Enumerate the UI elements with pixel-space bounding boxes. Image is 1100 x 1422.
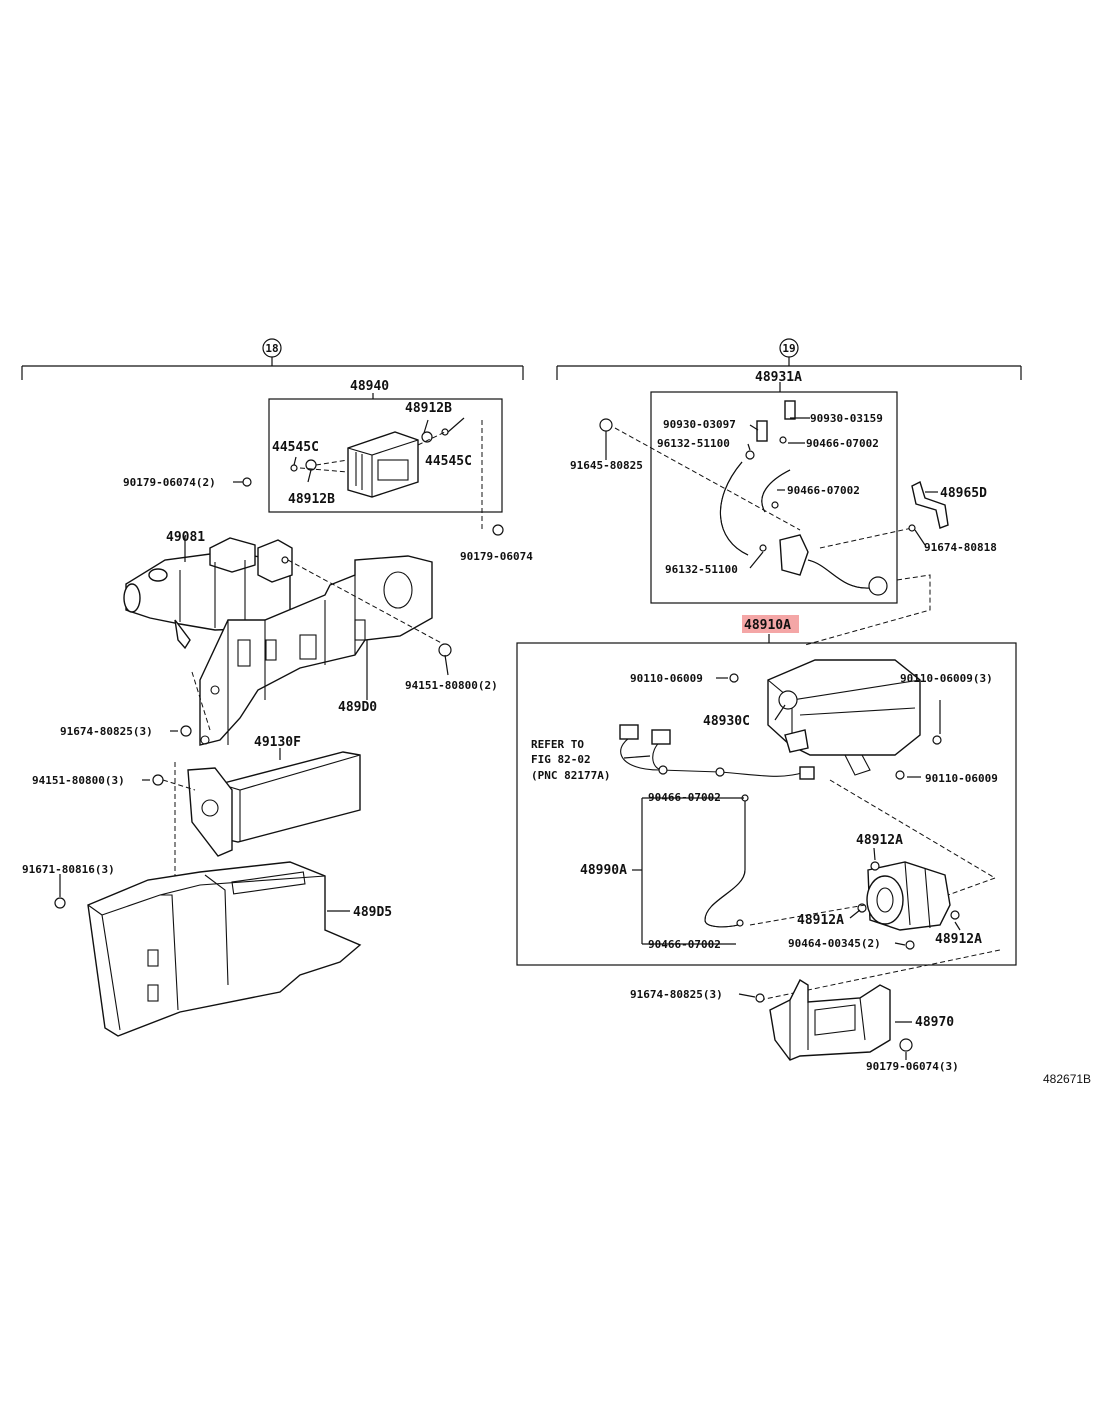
label-90466-07002-d: 90466-07002 xyxy=(648,938,721,951)
part-labels: 48940 48912B 44545C 44545C 90179-06074(2… xyxy=(22,370,1091,1086)
bracket-48965D xyxy=(908,481,949,532)
label-48965D: 48965D xyxy=(940,486,987,501)
label-90179-06074: 90179-06074 xyxy=(460,550,533,563)
label-94151-80800-3: 94151-80800(3) xyxy=(32,774,125,787)
group-bracket-right: 19 xyxy=(556,338,1022,380)
assembly-48931A xyxy=(599,382,913,604)
label-refer-fig: FIG 82-02 xyxy=(531,753,591,766)
label-91674-80825-3: 91674-80825(3) xyxy=(60,725,153,738)
bracket-489D0 xyxy=(180,555,452,746)
label-90179-06074-3: 90179-06074(3) xyxy=(866,1060,959,1073)
label-90110-06009-3: 90110-06009(3) xyxy=(900,672,993,685)
label-90930-03097: 90930-03097 xyxy=(663,418,736,431)
label-48912B-bottom: 48912B xyxy=(288,492,335,507)
label-48970: 48970 xyxy=(915,1015,954,1030)
label-91645-80825: 91645-80825 xyxy=(570,459,643,472)
label-refer-pnc: (PNC 82177A) xyxy=(531,769,610,782)
group-number-right: 19 xyxy=(782,342,795,355)
highlight-48910A xyxy=(742,615,799,633)
label-90466-07002-c: 90466-07002 xyxy=(648,791,721,804)
figure-id: 482671B xyxy=(1043,1072,1091,1086)
label-48910A: 48910A xyxy=(744,618,791,633)
label-96132-51100-a: 96132-51100 xyxy=(657,437,730,450)
label-96132-51100-b: 96132-51100 xyxy=(665,563,738,576)
label-44545C-right: 44545C xyxy=(425,454,472,469)
label-49130F: 49130F xyxy=(254,735,301,750)
label-90110-06009-a: 90110-06009 xyxy=(630,672,703,685)
label-48912A-left: 48912A xyxy=(797,913,844,928)
assembly-48910A xyxy=(516,615,1017,1001)
label-48912A-top: 48912A xyxy=(856,833,903,848)
group-bracket-left: 18 xyxy=(21,338,524,380)
label-49081: 49081 xyxy=(166,530,205,545)
cover-489D5 xyxy=(54,861,362,1037)
label-90179-06074-2: 90179-06074(2) xyxy=(123,476,216,489)
label-91671-80816-3: 91671-80816(3) xyxy=(22,863,115,876)
label-48930C: 48930C xyxy=(703,714,750,729)
group-number-left: 18 xyxy=(265,342,278,355)
label-90930-03159: 90930-03159 xyxy=(810,412,883,425)
bracket-48970 xyxy=(755,978,913,1061)
label-refer-to: REFER TO xyxy=(531,738,584,751)
label-90110-06009-b: 90110-06009 xyxy=(925,772,998,785)
label-90466-07002-b: 90466-07002 xyxy=(787,484,860,497)
label-48940: 48940 xyxy=(350,379,389,394)
label-489D0: 489D0 xyxy=(338,700,377,715)
label-48931A: 48931A xyxy=(755,370,802,385)
part-49130F xyxy=(152,748,361,890)
label-90466-07002-a: 90466-07002 xyxy=(806,437,879,450)
label-48912A-right: 48912A xyxy=(935,932,982,947)
leader-lines xyxy=(59,417,961,1060)
label-44545C-left: 44545C xyxy=(272,440,319,455)
pump-49081 xyxy=(123,536,293,650)
label-48912B-top: 48912B xyxy=(405,401,452,416)
label-91674-80825-3b: 91674-80825(3) xyxy=(630,988,723,1001)
label-90464-00345-2: 90464-00345(2) xyxy=(788,937,881,950)
label-48990A: 48990A xyxy=(580,863,627,878)
label-489D5: 489D5 xyxy=(353,905,392,920)
label-94151-80800-2: 94151-80800(2) xyxy=(405,679,498,692)
assembly-48940 xyxy=(233,393,504,536)
label-91674-80818: 91674-80818 xyxy=(924,541,997,554)
